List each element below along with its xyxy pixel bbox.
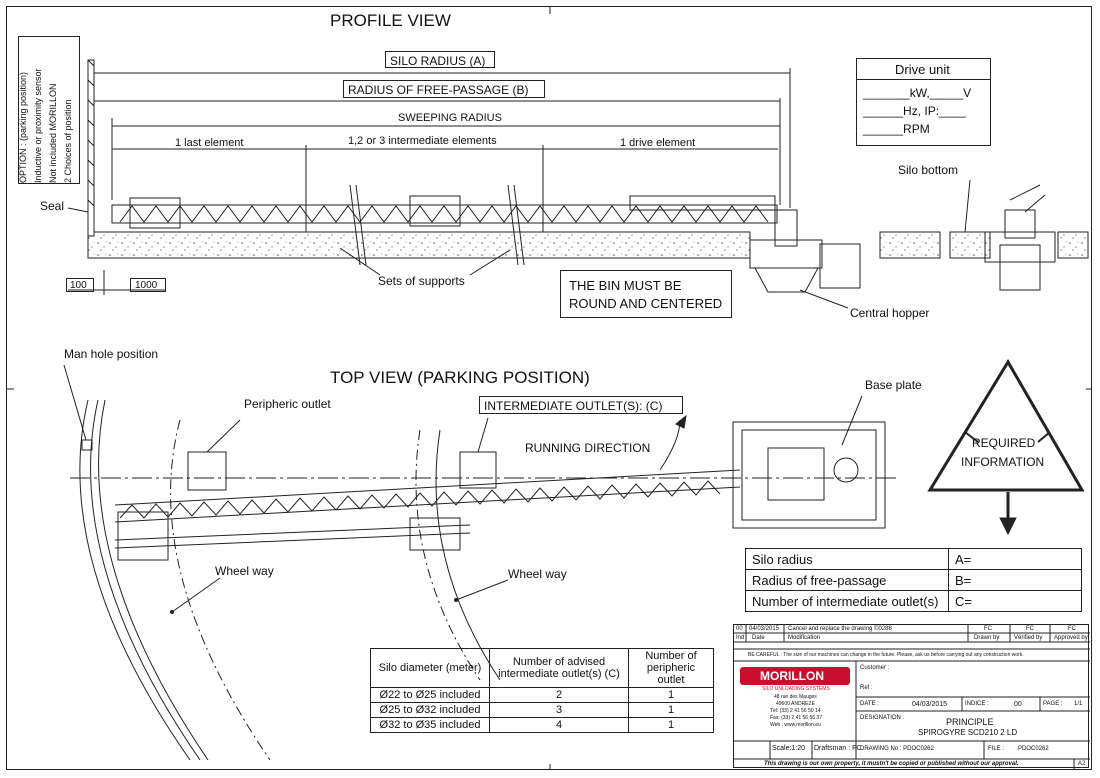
drive-unit-line2: ______Hz, IP:____ [863,104,966,118]
careful-note: BE CAREFUL : The size of our machines ca… [748,652,1024,658]
bin-warning-box: THE BIN MUST BE ROUND AND CENTERED [560,270,732,318]
central-hopper-label: Central hopper [850,306,930,320]
drive-element-dim: 1 drive element [620,137,696,149]
silo-radius-dim: SILO RADIUS (A) [385,51,495,68]
table-row: Number of intermediate outlet(s)C= [745,590,1082,612]
running-direction-label: RUNNING DIRECTION [525,441,651,455]
option-line-1: OPTION : (parking position) [18,71,28,183]
drive-unit-box: Drive unit _______kW,_____V ______Hz, IP… [856,58,991,146]
seal-label: Seal [40,199,65,213]
table-header-row: Silo diameter (meter) Number of advised … [370,648,714,688]
peripheric-outlet-label: Peripheric outlet [244,397,331,411]
drive-unit-line3: ______RPM [863,122,930,136]
option-line-4: 2 Choices of position [63,99,73,183]
profile-view-title: PROFILE VIEW [330,11,451,30]
intermediate-outlet-box: INTERMEDIATE OUTLET(S): (C) [479,396,683,414]
required-line2: INFORMATION [961,455,1045,469]
option-box: OPTION : (parking position) Inductive or… [18,36,80,184]
required-line1: REQUIRED [972,436,1036,450]
drive-unit-line1: _______kW,_____V [863,86,972,100]
option-line-3: Not included MORILLON [48,83,58,183]
wheel-way-label-1: Wheel way [215,564,274,578]
dim-100: 100 [66,278,94,292]
free-passage-dim: RADIUS OF FREE-PASSAGE (B) [343,80,545,98]
last-element-dim: 1 last element [175,137,244,149]
brand-logo: MORILLON [760,669,824,683]
option-line-2: Inductive or proximity sensor [33,68,43,183]
wheel-way-label-2: Wheel way [508,567,567,581]
man-hole-label: Man hole position [64,347,159,361]
drive-unit-title: Drive unit [895,62,950,77]
top-view-title: TOP VIEW (PARKING POSITION) [330,368,590,387]
sets-of-supports-label: Sets of supports [378,274,465,288]
intermediate-elements-dim: 1,2 or 3 intermediate elements [348,135,497,147]
selection-table: Silo diameter (meter) Number of advised … [370,648,714,733]
sweeping-radius-dim: SWEEPING RADIUS [398,112,502,124]
designation-title: PRINCIPLE [946,717,994,727]
footer-note: This drawing is our own property, it mus… [764,761,1019,767]
base-plate-label: Base plate [865,378,922,392]
title-block: 00 04/03/2015 Cancel and replace the dra… [733,624,1090,769]
dim-1000: 1000 [130,278,166,292]
silo-bottom-label: Silo bottom [898,163,959,177]
drawing-frame [6,6,1092,770]
